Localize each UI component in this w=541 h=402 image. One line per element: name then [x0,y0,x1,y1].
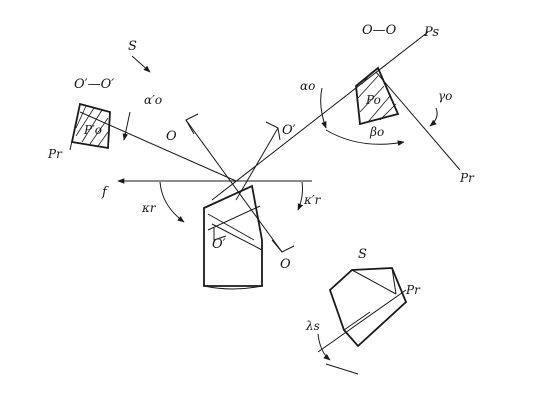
section-o-o [355,66,400,126]
label-kappa-r: κr [141,201,157,215]
label-f: f [101,185,109,200]
s-arrow [131,55,151,73]
label-ps-top: Ps [423,25,439,40]
label-gamma-o: γo [438,89,452,103]
gamma-o-arc [429,107,438,127]
kappa-r-prime-arc [297,181,304,211]
section-s [317,267,408,375]
label-alpha-o-prime: α′o [144,93,162,107]
section-marker-o-bottom [271,239,295,253]
label-kappa-r-prime: κ′r [303,193,322,207]
tool-body [203,184,263,290]
label-op-op: O′—O′ [74,77,114,92]
pr-bottom-line [317,289,407,353]
section-line-o-prime [235,127,279,201]
section-line-oo [185,119,283,253]
kappa-r-arc [159,181,185,223]
label-s-top: S [128,39,137,54]
beta-o-arc [325,129,405,146]
label-pr-right: Pr [459,171,475,185]
pr-left-line [79,111,237,182]
section-marker-o [185,113,199,135]
label-pr-left: Pr [47,147,63,161]
alpha-o-prime-arc [122,111,131,141]
label-pr-bottom: Pr [405,283,421,297]
label-po-right: Po [365,93,381,107]
ps-line [211,31,429,201]
label-alpha-o: αo [300,79,315,93]
label-po-prime: P′o [83,123,102,137]
pr-right-line [375,71,461,171]
label-beta-o: βo [369,125,384,139]
alpha-o-arc [320,87,327,129]
label-o-center: O [166,129,177,144]
label-s-bottom: S [358,247,367,262]
label-lambda-s: λs [305,319,320,333]
section-marker-o-prime [265,121,281,141]
label-o-prime-center: O′ [282,123,296,138]
section-o-prime [69,102,111,151]
label-o-prime-tool: O′ [212,237,226,252]
label-oo-top: O—O [362,23,397,38]
lambda-s-arc [317,333,331,361]
label-o-bottom: O [280,257,291,272]
